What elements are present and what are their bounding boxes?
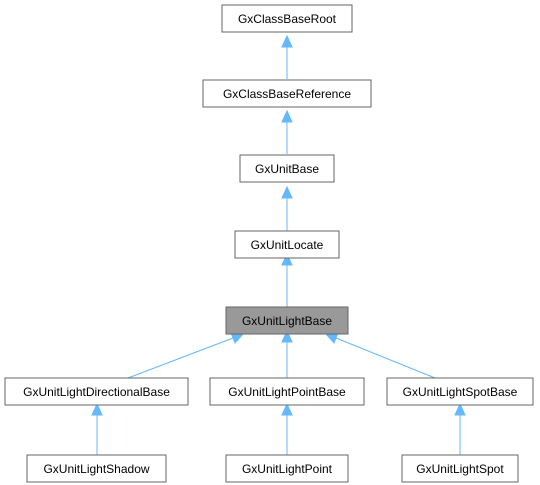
- edge-shadow-to-directional-base: [91, 402, 103, 455]
- node-label: GxUnitLightPoint: [242, 462, 333, 476]
- node-label: GxUnitLightShadow: [43, 462, 149, 476]
- node-label: GxUnitLightDirectionalBase: [23, 385, 170, 399]
- edge-point-to-point-base: [281, 402, 293, 455]
- node-label: GxUnitLightSpotBase: [403, 385, 518, 399]
- node-gxunitlightspot[interactable]: GxUnitLightSpot: [401, 454, 519, 483]
- node-label: GxUnitLightBase: [242, 314, 332, 328]
- node-gxclassbasereference[interactable]: GxClassBaseReference: [202, 79, 372, 108]
- edge-unit-base-to-reference: [281, 109, 293, 154]
- node-gxunitlightdirectionalbase[interactable]: GxUnitLightDirectionalBase: [4, 377, 189, 406]
- node-gxunitbase[interactable]: GxUnitBase: [239, 154, 335, 183]
- edge-light-base-to-unit-locate: [281, 252, 293, 307]
- node-gxunitlightpointbase[interactable]: GxUnitLightPointBase: [209, 377, 365, 406]
- node-gxclassbaseroot[interactable]: GxClassBaseRoot: [221, 4, 353, 33]
- node-gxunitlightspotbase[interactable]: GxUnitLightSpotBase: [386, 377, 534, 406]
- node-label: GxUnitLightSpot: [416, 462, 504, 476]
- edge-unit-locate-to-unit-base: [281, 185, 293, 231]
- edge-spot-to-spot-base: [454, 402, 466, 455]
- node-gxunitlightbase[interactable]: GxUnitLightBase: [225, 306, 349, 335]
- edge-spot-base-to-light-base: [324, 332, 436, 379]
- node-label: GxUnitBase: [255, 162, 319, 176]
- node-label: GxUnitLightPointBase: [228, 385, 346, 399]
- node-label: GxClassBaseRoot: [238, 12, 337, 26]
- node-label: GxUnitLocate: [251, 238, 324, 252]
- nodes: GxClassBaseRoot GxClassBaseReference GxU…: [4, 4, 534, 483]
- node-gxunitlocate[interactable]: GxUnitLocate: [234, 230, 340, 259]
- node-label: GxClassBaseReference: [223, 87, 351, 101]
- edge-reference-to-root: [281, 34, 293, 79]
- node-gxunitlightshadow[interactable]: GxUnitLightShadow: [26, 454, 167, 483]
- edge-directional-base-to-light-base: [127, 332, 245, 379]
- node-gxunitlightpoint[interactable]: GxUnitLightPoint: [225, 454, 349, 483]
- edges: [91, 34, 466, 455]
- edge-point-base-to-light-base: [281, 329, 293, 378]
